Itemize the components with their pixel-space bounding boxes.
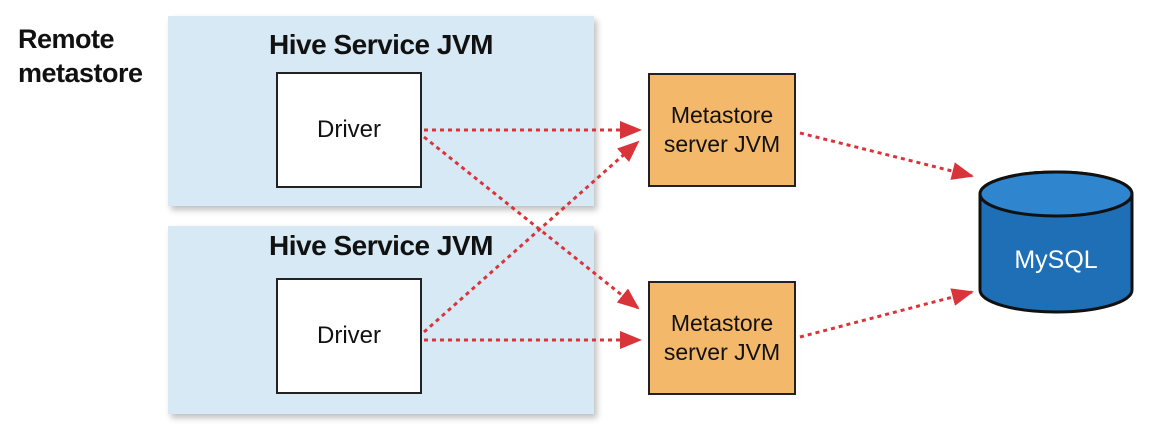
mysql-label: MySQL	[1014, 246, 1097, 274]
hive-service-jvm-2: Hive Service JVM Driver	[168, 226, 594, 414]
arrow-metastore2-to-mysql	[799, 288, 974, 339]
caption-line-1: Remote	[18, 24, 115, 54]
hive-service-jvm-1-title: Hive Service JVM	[269, 29, 493, 60]
metastore-server-1: Metastore server JVM	[648, 73, 796, 187]
mysql-database-icon: MySQL	[978, 170, 1134, 314]
hive-service-jvm-1: Hive Service JVM Driver	[168, 16, 594, 206]
arrow-metastore1-to-mysql	[799, 131, 974, 180]
hive-service-jvm-2-title: Hive Service JVM	[269, 230, 493, 261]
metastore-server-1-line-2: server JVM	[663, 131, 781, 157]
arrow-driver2-to-metastore1	[423, 140, 640, 334]
metastore-server-2: Metastore server JVM	[648, 281, 796, 395]
driver-1-box: Driver	[276, 72, 422, 188]
driver-2-box: Driver	[276, 278, 422, 394]
driver-2-label: Driver	[317, 322, 381, 349]
driver-1-label: Driver	[317, 116, 381, 143]
caption-line-2: metastore	[18, 58, 143, 88]
arrow-driver1-to-metastore2	[423, 135, 640, 310]
diagram-caption: Remote metastore	[18, 22, 143, 90]
metastore-server-2-line-2: server JVM	[663, 339, 781, 365]
metastore-server-1-line-1: Metastore	[670, 102, 774, 128]
metastore-server-2-line-1: Metastore	[670, 310, 774, 336]
